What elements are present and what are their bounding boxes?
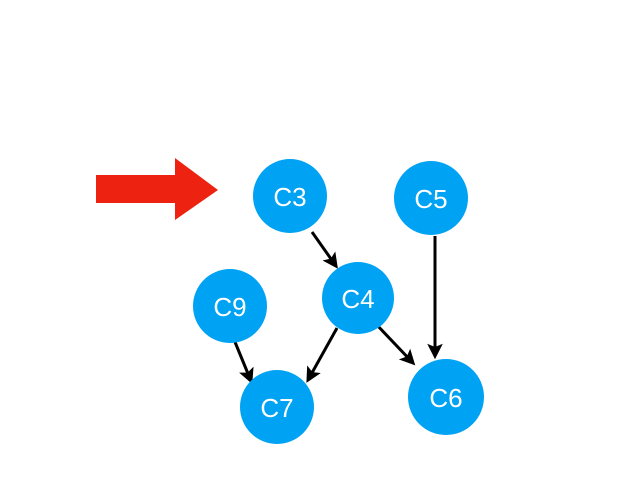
graph-node-circle[interactable] bbox=[322, 262, 394, 334]
graph-edge-c4-to-c7 bbox=[306, 327, 339, 383]
graph-node-label: C6 bbox=[429, 383, 462, 413]
graph-node-label: C4 bbox=[341, 284, 374, 314]
graph-node-circle[interactable] bbox=[394, 161, 468, 235]
graph-node-c5[interactable]: C5 bbox=[394, 161, 468, 235]
graph-edge-c4-to-c6 bbox=[373, 321, 416, 366]
graph-node-c6[interactable]: C6 bbox=[408, 359, 484, 435]
graph-node-circle[interactable] bbox=[253, 159, 327, 233]
graph-node-label: C5 bbox=[414, 184, 447, 214]
red-right-arrow-shape bbox=[96, 158, 218, 220]
graph-edges bbox=[233, 231, 443, 385]
graph-node-label: C9 bbox=[213, 292, 246, 322]
graph-node-c9[interactable]: C9 bbox=[193, 269, 267, 343]
graph-node-c3[interactable]: C3 bbox=[253, 159, 327, 233]
graph-edge-c3-to-c4 bbox=[310, 231, 338, 269]
graph-node-c4[interactable]: C4 bbox=[322, 262, 394, 334]
graph-edge-c9-to-c7 bbox=[233, 341, 254, 385]
graph-node-label: C3 bbox=[273, 182, 306, 212]
graph-node-c7[interactable]: C7 bbox=[240, 370, 314, 444]
graph-node-circle[interactable] bbox=[408, 359, 484, 435]
red-right-arrow bbox=[96, 158, 218, 220]
graph-node-label: C7 bbox=[260, 393, 293, 423]
graph-node-circle[interactable] bbox=[193, 269, 267, 343]
graph-node-circle[interactable] bbox=[240, 370, 314, 444]
